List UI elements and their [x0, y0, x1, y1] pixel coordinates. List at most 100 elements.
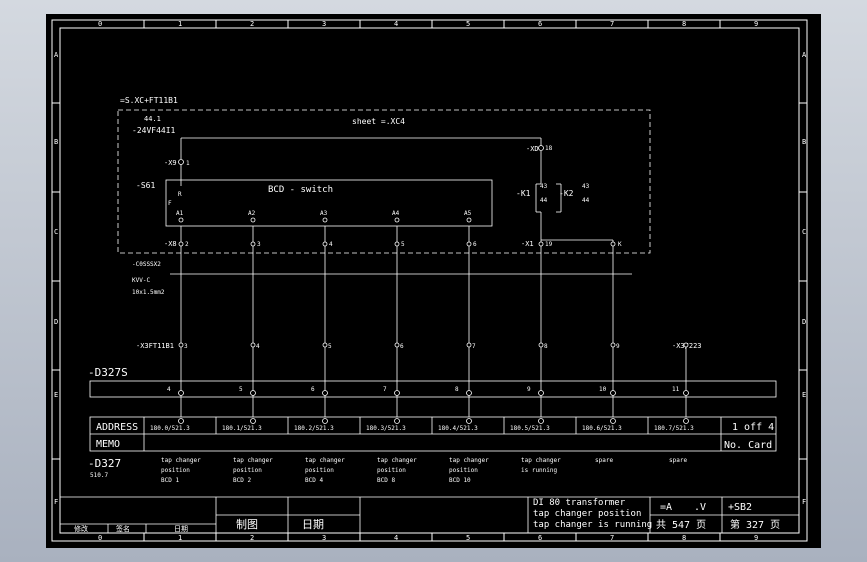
x8-terminal [394, 241, 400, 247]
supply-label: -24VF44I1 [132, 126, 176, 135]
grid-row-letter: E [802, 391, 806, 399]
address-terminal [466, 418, 472, 424]
signal-description: is running [521, 467, 558, 474]
x8-terminal-number: 3 [257, 241, 261, 248]
k2-contact-43: 43 [582, 183, 590, 190]
xd-label: -XD [526, 145, 539, 153]
d327s-terminal-strip [89, 380, 777, 398]
d327s-terminal [250, 390, 256, 396]
grid-column-number: 2 [250, 20, 254, 28]
switch-r-label: R [178, 191, 182, 198]
grid-column-number: 2 [250, 534, 254, 542]
drawn-by-label: 制图 [236, 518, 258, 531]
x8-label: -X8 [164, 240, 177, 248]
signal-description: BCD 4 [305, 477, 323, 484]
x3-terminal-number: 5 [328, 343, 332, 350]
address-terminal [250, 418, 256, 424]
grid-column-number: 7 [610, 20, 614, 28]
cable-label: KVV-C [132, 277, 150, 284]
function-designation: =A [660, 502, 672, 513]
x9-terminal [178, 159, 184, 165]
grid-row-letter: C [54, 228, 58, 236]
x3-terminal [250, 342, 256, 348]
switch-pin-label: A4 [392, 210, 400, 217]
d327s-terminal [538, 390, 544, 396]
signal-description: tap changer [377, 457, 417, 464]
grid-row-letter: C [802, 228, 806, 236]
x3-terminal [394, 342, 400, 348]
grid-row-letter: B [54, 138, 58, 146]
memo-header: MEMO [96, 439, 120, 450]
d327s-terminal [322, 390, 328, 396]
d327s-terminal [178, 390, 184, 396]
x3-terminal [683, 342, 689, 348]
grid-column-number: 5 [466, 20, 470, 28]
grid-column-number: 0 [98, 534, 102, 542]
x3-terminal-number: 9 [616, 343, 620, 350]
address-cell: 180.0/521.3 [150, 425, 190, 432]
address-terminal [610, 418, 616, 424]
x3-label: -X3FT11B1 [136, 342, 174, 350]
signal-description: tap changer [305, 457, 345, 464]
signal-description: position [233, 467, 262, 474]
address-terminal [322, 418, 328, 424]
address-cell: 180.4/521.3 [438, 425, 478, 432]
switch-pin-terminal [250, 217, 256, 223]
grid-column-number: 9 [754, 534, 758, 542]
x3-terminal [610, 342, 616, 348]
x8-terminal [322, 241, 328, 247]
location-designation: +SB2 [728, 502, 752, 513]
address-cell: 180.5/521.3 [510, 425, 550, 432]
d327s-terminal-number: 8 [455, 386, 459, 393]
bcd-switch-box [165, 179, 493, 227]
d327s-terminal-number: 5 [239, 386, 243, 393]
d327s-terminal [683, 390, 689, 396]
k1-contact-43: 43 [540, 183, 548, 190]
x8-terminal [250, 241, 256, 247]
signal-description: tap changer [233, 457, 273, 464]
switch-pin-label: A3 [320, 210, 328, 217]
grid-column-number: 1 [178, 20, 182, 28]
relay-k2-label: -K2 [559, 189, 574, 198]
grid-column-number: 4 [394, 534, 398, 542]
k2-contact-44: 44 [582, 197, 590, 204]
address-cell: 180.6/521.3 [582, 425, 622, 432]
switch-pin-label: A2 [248, 210, 256, 217]
title-line-2: tap changer position [533, 509, 641, 519]
x1-label: -X1 [521, 240, 534, 248]
switch-pin-terminal [178, 217, 184, 223]
grid-column-number: 0 [98, 20, 102, 28]
grid-row-letter: F [802, 498, 806, 506]
revision-date-label: 日期 [174, 525, 188, 533]
switch-f-label: F [168, 200, 172, 207]
x8-terminal-number: 5 [401, 241, 405, 248]
page-number: 第 327 页 [730, 518, 780, 531]
grid-row-letter: A [802, 51, 807, 59]
x3-terminal [538, 342, 544, 348]
total-pages: 共 547 页 [656, 519, 706, 531]
signal-description: spare [595, 457, 613, 464]
x3-terminal-number: 8 [544, 343, 548, 350]
x1-terminal-19: 19 [545, 241, 553, 248]
grid-row-letter: B [802, 138, 806, 146]
card-number-label: No. Card [724, 440, 772, 451]
switch-pin-terminal [394, 217, 400, 223]
signature-label: 签名 [116, 524, 130, 533]
xd-number: 18 [545, 145, 553, 152]
revision-label: 修改 [74, 524, 88, 533]
x8-terminal-number: 6 [473, 241, 477, 248]
signal-description: position [305, 467, 334, 474]
x1-terminal-k: K [618, 241, 622, 248]
x3-terminal-number: 4 [256, 343, 260, 350]
signal-description: tap changer [161, 457, 201, 464]
d327s-label: -D327S [88, 366, 128, 379]
date-label: 日期 [302, 518, 324, 531]
k1-contact-44: 44 [540, 197, 548, 204]
cable-label: -C0SSSX2 [132, 261, 161, 268]
signal-description: spare [669, 457, 687, 464]
grid-column-number: 7 [610, 534, 614, 542]
d327s-terminal-number: 10 [599, 386, 607, 393]
signal-description: position [377, 467, 406, 474]
x1-terminal [538, 241, 544, 247]
switch-pin-terminal [322, 217, 328, 223]
